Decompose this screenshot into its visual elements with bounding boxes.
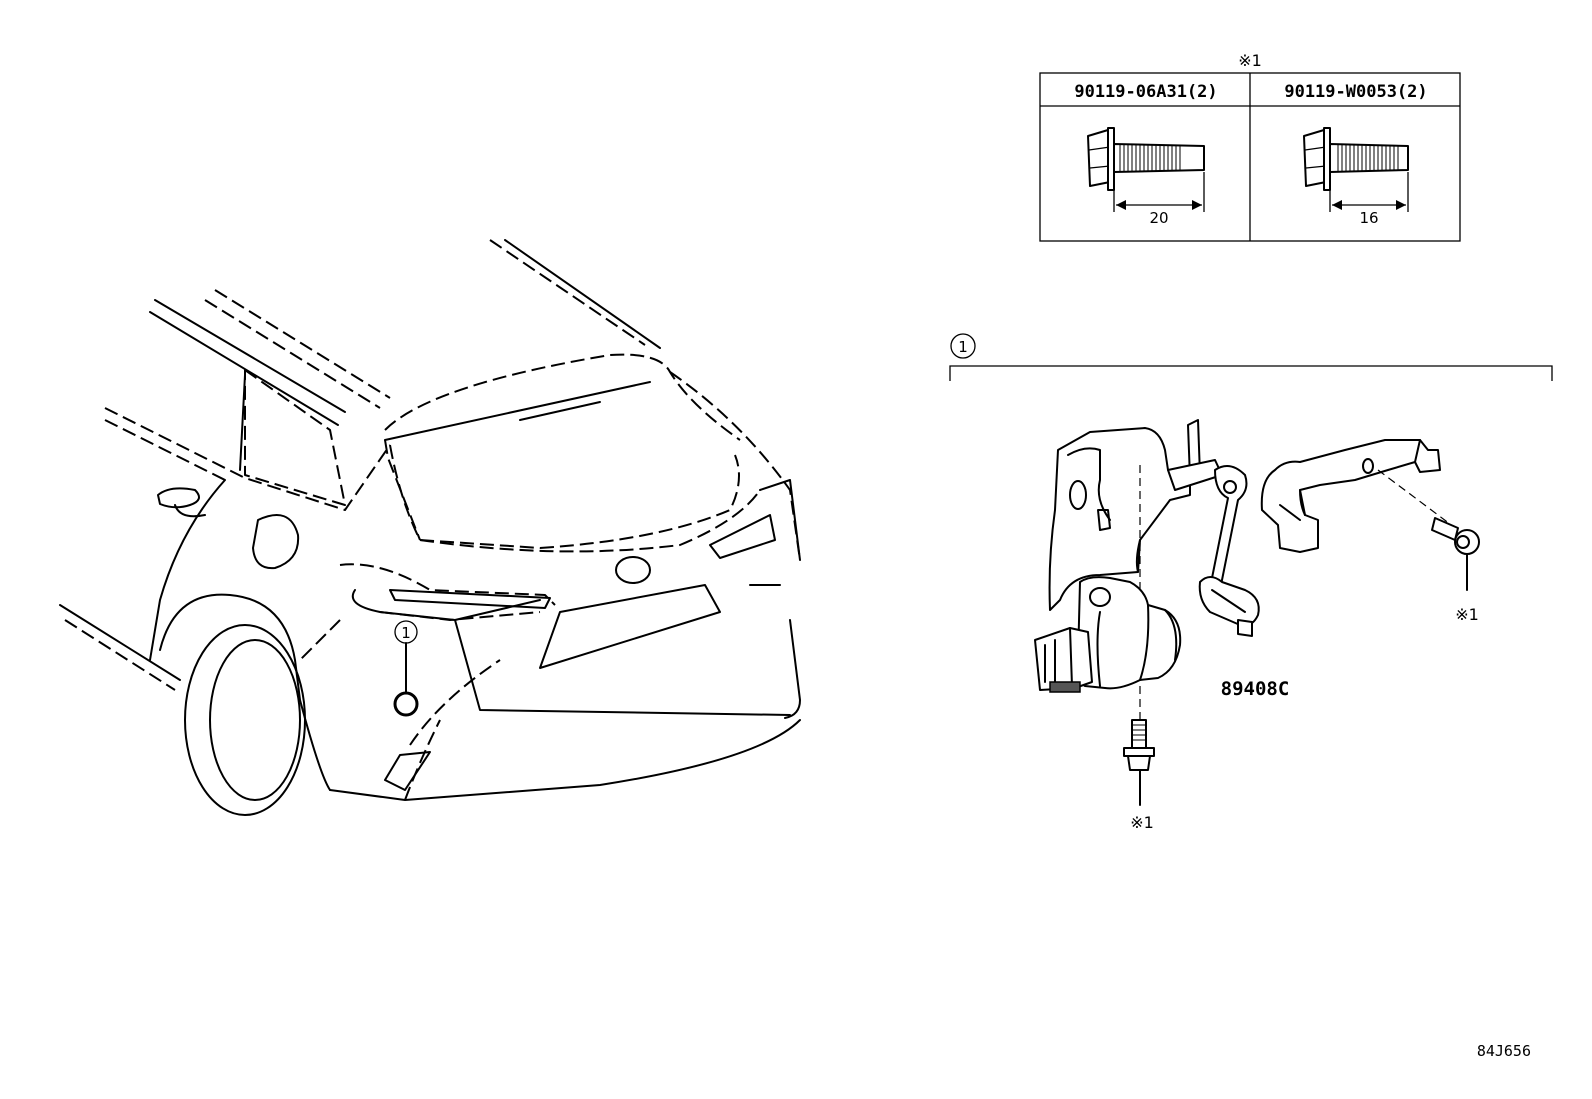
part-number-1: 90119-06A31(2) — [1074, 82, 1217, 102]
note-right: ※1 — [1455, 605, 1479, 624]
vehicle-item-number: 1 — [401, 624, 411, 642]
bolt-illustration-1: 20 — [1087, 127, 1205, 227]
vehicle-callout: 1 — [393, 620, 419, 717]
vehicle-illustration — [59, 239, 801, 816]
item-1-bracket: 1 — [949, 333, 1553, 381]
height-sensor-assembly: ※1 ※1 89408C — [1034, 419, 1480, 832]
sensor-part-number: 89408C — [1221, 678, 1290, 700]
bolt-length-2: 16 — [1359, 209, 1378, 227]
bolt-length-1: 20 — [1149, 209, 1168, 227]
table-note-mark: ※1 — [1238, 51, 1262, 70]
fastener-table: ※1 90119-06A31(2) 90119-W0053(2) — [1039, 51, 1461, 242]
illustration-code: 84J656 — [1477, 1042, 1531, 1060]
item-number: 1 — [958, 338, 968, 356]
right-bolt: ※1 — [1431, 517, 1480, 624]
part-number-2: 90119-W0053(2) — [1284, 82, 1427, 102]
bolt-illustration-2: 16 — [1303, 127, 1409, 227]
note-bottom: ※1 — [1130, 813, 1154, 832]
bottom-bolt: ※1 — [1123, 719, 1155, 832]
